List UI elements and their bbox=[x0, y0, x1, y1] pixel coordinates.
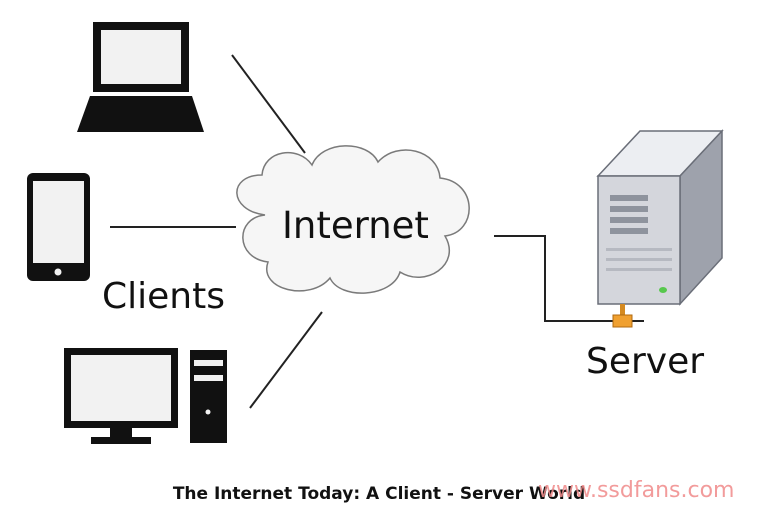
laptop-connection-line bbox=[231, 54, 306, 154]
desktop-connection-line bbox=[249, 311, 323, 409]
clients-label: Clients bbox=[102, 276, 225, 317]
laptop-icon bbox=[77, 22, 204, 132]
server-tower-icon bbox=[596, 129, 724, 306]
caption: The Internet Today: A Client - Server Wo… bbox=[172, 484, 586, 504]
server-label: Server bbox=[586, 341, 705, 382]
server-connection-line bbox=[494, 235, 602, 322]
network-connector-icon bbox=[602, 304, 644, 328]
watermark: www.ssdfans.com bbox=[538, 478, 735, 503]
internet-label: Internet bbox=[282, 204, 429, 247]
smartphone-icon bbox=[27, 173, 90, 281]
power-led-icon bbox=[659, 287, 667, 293]
desktop-computer-icon bbox=[64, 348, 227, 444]
cloud-icon bbox=[236, 145, 470, 294]
